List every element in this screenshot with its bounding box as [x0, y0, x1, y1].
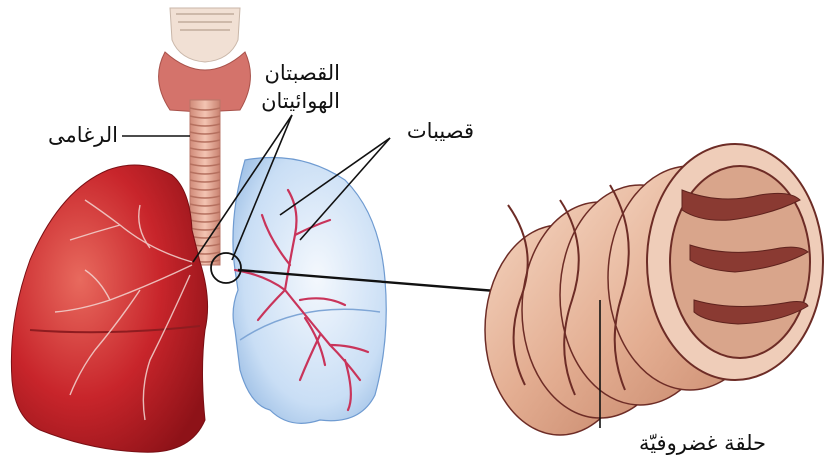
cartilage-ring-illustration: [485, 144, 823, 435]
label-bronchi-line1: القصبتان: [240, 60, 340, 86]
label-trachea: الرغامى: [14, 122, 118, 148]
label-bronchioles: قصيبات: [380, 118, 474, 144]
right-lung: [233, 158, 386, 424]
label-bronchi-line2: الهوائيتان: [240, 88, 340, 114]
left-lung: [11, 165, 207, 452]
larynx: [159, 8, 251, 112]
label-cartilage-ring: حلقة غضروفيّة: [608, 430, 766, 456]
